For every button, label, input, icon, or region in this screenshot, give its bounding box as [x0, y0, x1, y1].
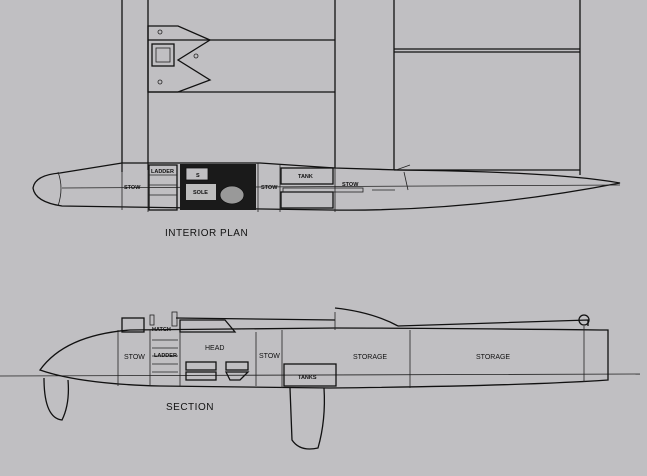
head-fixture-3: [225, 361, 249, 371]
section-label-tanks: TANKS: [298, 375, 317, 381]
cabin-top: [175, 317, 336, 321]
mast-step-plate: [147, 25, 212, 93]
mast-step-inner: [155, 47, 171, 63]
tank-compartment-2: [280, 191, 334, 209]
section-label-stow-mid: STOW: [259, 353, 280, 360]
section-view: HATCH LADDER STOW HEAD STOW STORAGE STOR…: [0, 307, 641, 450]
head-toilet: [224, 371, 250, 381]
head-fixture-2: [185, 371, 217, 381]
rudder-head: [578, 314, 590, 326]
cabin-window: [179, 319, 237, 333]
ladder-area: [148, 164, 178, 211]
waterline: [0, 373, 641, 377]
tanks-box: [283, 363, 337, 387]
hatch-post: [121, 317, 145, 333]
section-caption: SECTION: [166, 402, 214, 413]
head-fixture-1: [185, 361, 217, 371]
plan-label-tank: TANK: [298, 174, 313, 180]
section-label-ladder: LADDER: [154, 353, 177, 359]
toilet-bowl: [219, 185, 245, 205]
hull-centerline: [61, 184, 621, 189]
bolt-1: [157, 29, 163, 35]
tank-pipe: [282, 187, 364, 193]
plan-label-seat: S: [196, 173, 200, 179]
hull-plan-outline: [32, 162, 621, 211]
head-seat: [185, 167, 209, 181]
section-label-stow-fwd: STOW: [124, 354, 145, 361]
hull-bow-line: [57, 171, 62, 207]
coachroof-aft: [334, 307, 399, 327]
section-label-head: HEAD: [205, 345, 224, 352]
tank-compartment: [280, 167, 334, 185]
plan-label-stow-bow: STOW: [124, 185, 141, 191]
keel-fin: [289, 387, 326, 450]
plan-caption: INTERIOR PLAN: [165, 228, 248, 239]
hull-section-outline: [38, 327, 609, 389]
plan-label-stow-aft: STOW: [342, 182, 359, 188]
plan-label-sole: SOLE: [193, 190, 208, 196]
sole-panel: [186, 184, 216, 200]
section-label-storage-1: STORAGE: [353, 354, 387, 361]
mast-step-box: [151, 43, 175, 67]
plan-label-ladder: LADDER: [151, 169, 174, 175]
bolt-2: [157, 79, 163, 85]
section-label-storage-2: STORAGE: [476, 354, 510, 361]
deck-line: [397, 319, 589, 327]
interior-plan-view: STOW LADDER S SOLE STOW TANK STOW INTERI…: [32, 0, 621, 239]
plan-label-stow-mid: STOW: [261, 185, 278, 191]
section-label-hatch: HATCH: [152, 327, 171, 333]
rudder-blade: [43, 377, 70, 421]
bolt-3: [193, 53, 199, 59]
